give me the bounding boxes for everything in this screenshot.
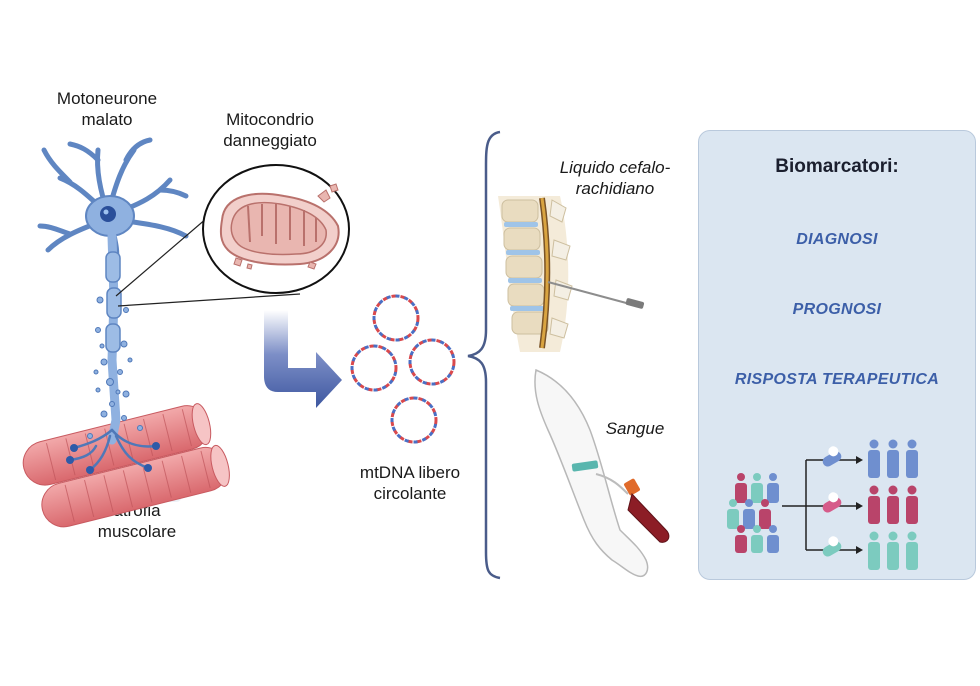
label-liquido-line2: rachidiano [575,179,655,198]
label-motoneurone: Motoneurone malato [42,88,172,130]
capsule-red [822,492,842,513]
label-mitocondrio-line2: danneggiato [223,131,317,150]
panel-title: Biomarcatori: [775,156,899,177]
spine-illustration [498,196,645,352]
group-teal [868,531,918,570]
biomarker-risposta: RISPOSTA TERAPEUTICA [734,371,940,388]
label-mtdna-line2: circolante [373,484,447,503]
label-mtdna: mtDNA libero circolante [345,462,475,504]
biomarker-diagnosi: DIAGNOSI [796,231,878,248]
capsule-blue [822,446,842,467]
group-red [868,485,918,524]
mtdna-circle-4 [390,396,438,444]
mtdna-circles [350,294,456,444]
mtdna-circle-2 [350,344,398,392]
mtdna-circle-3 [408,338,456,386]
label-atrofia-line2: muscolare [97,522,177,541]
neuron-illustration [37,137,189,474]
capsule-teal [822,536,842,557]
release-arrow [264,310,342,408]
biomarker-panel-text: Biomarcatori: DIAGNOSI PROGNOSI RISPOSTA… [698,130,976,580]
curly-brace [467,130,501,580]
label-sangue: Sangue [605,419,665,438]
label-motoneurone-line1: Motoneurone [56,89,158,108]
group-blue [868,439,918,478]
label-mitocondrio-line1: Mitocondrio [226,110,314,129]
label-mitocondrio: Mitocondrio danneggiato [210,109,330,151]
biomarker-prognosi: PROGNOSI [792,301,882,318]
label-liquido-line1: Liquido cefalo- [559,158,671,177]
arm-illustration [534,368,670,578]
mixed-population [727,473,779,553]
label-mtdna-line1: mtDNA libero [359,463,461,482]
mitochondrion-illustration [202,164,350,294]
label-liquido: Liquido cefalo- rachidiano [545,157,685,199]
muscle-fibers [22,403,230,528]
stratification-illustration [727,439,918,570]
mtdna-circle-1 [372,294,420,342]
label-motoneurone-line2: malato [81,110,133,129]
